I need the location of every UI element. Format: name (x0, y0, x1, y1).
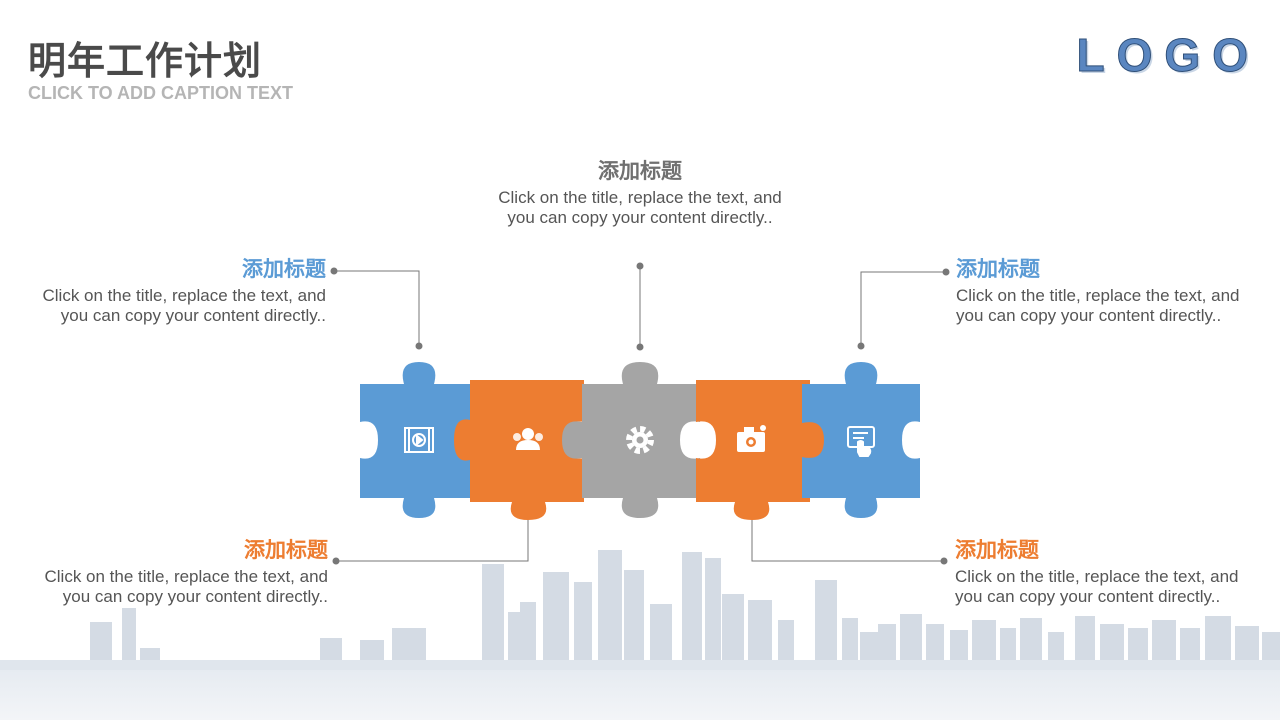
puzzle-piece-4 (696, 380, 826, 520)
block-title[interactable]: 添加标题 (598, 159, 682, 183)
gear-icon (626, 426, 654, 454)
camera-icon (737, 425, 766, 452)
puzzle-piece-2 (454, 380, 584, 520)
block-title[interactable]: 添加标题 (956, 257, 1040, 281)
page-caption: CLICK TO ADD CAPTION TEXT (28, 83, 293, 103)
text-block-upper-left: 添加标题 Click on the title, replace the tex… (36, 256, 327, 326)
text-block-lower-right: 添加标题 Click on the title, replace the tex… (955, 537, 1245, 607)
team-icon (513, 428, 543, 450)
text-block-lower-left: 添加标题 Click on the title, replace the tex… (38, 537, 329, 607)
text-block-top: 添加标题 Click on the title, replace the tex… (495, 158, 785, 228)
block-body[interactable]: Click on the title, replace the text, an… (955, 567, 1239, 606)
puzzle-piece-5 (802, 362, 920, 518)
block-title[interactable]: 添加标题 (955, 538, 1039, 562)
block-body[interactable]: Click on the title, replace the text, an… (956, 286, 1240, 325)
block-body[interactable]: Click on the title, replace the text, an… (44, 567, 329, 606)
page-title: 明年工作计划 (28, 39, 263, 83)
block-title[interactable]: 添加标题 (242, 257, 326, 281)
puzzle-piece-3 (562, 362, 700, 518)
video-icon (404, 427, 434, 453)
puzzle-piece-1 (360, 362, 478, 518)
block-title[interactable]: 添加标题 (244, 538, 328, 562)
block-body[interactable]: Click on the title, replace the text, an… (42, 286, 327, 325)
logo: LOGO (1076, 29, 1260, 82)
block-body[interactable]: Click on the title, replace the text, an… (498, 188, 782, 227)
text-block-upper-right: 添加标题 Click on the title, replace the tex… (956, 256, 1246, 326)
tablet-touch-icon (847, 426, 875, 457)
city-skyline-image (0, 550, 1280, 720)
